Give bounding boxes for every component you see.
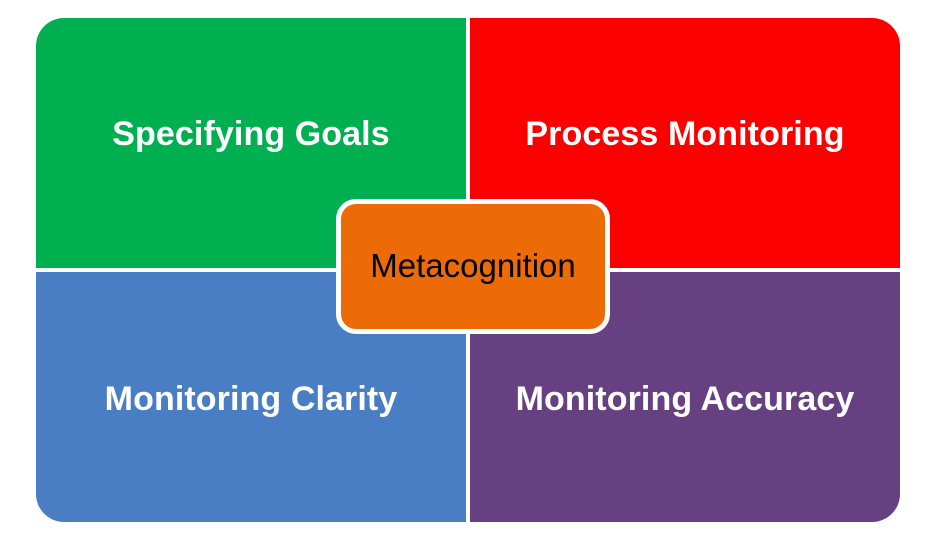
quadrant-label-monitoring-clarity: Monitoring Clarity <box>104 380 398 419</box>
center-node-metacognition[interactable]: Metacognition <box>336 199 610 334</box>
quadrant-label-specifying-goals: Specifying Goals <box>112 115 390 154</box>
quadrant-label-monitoring-accuracy: Monitoring Accuracy <box>515 380 855 419</box>
quadrant-label-process-monitoring: Process Monitoring <box>525 115 845 154</box>
quadrant-monitoring-clarity[interactable]: Monitoring Clarity <box>36 272 466 522</box>
quadrant-specifying-goals[interactable]: Specifying Goals <box>36 18 466 268</box>
center-node-label: Metacognition <box>370 247 576 285</box>
